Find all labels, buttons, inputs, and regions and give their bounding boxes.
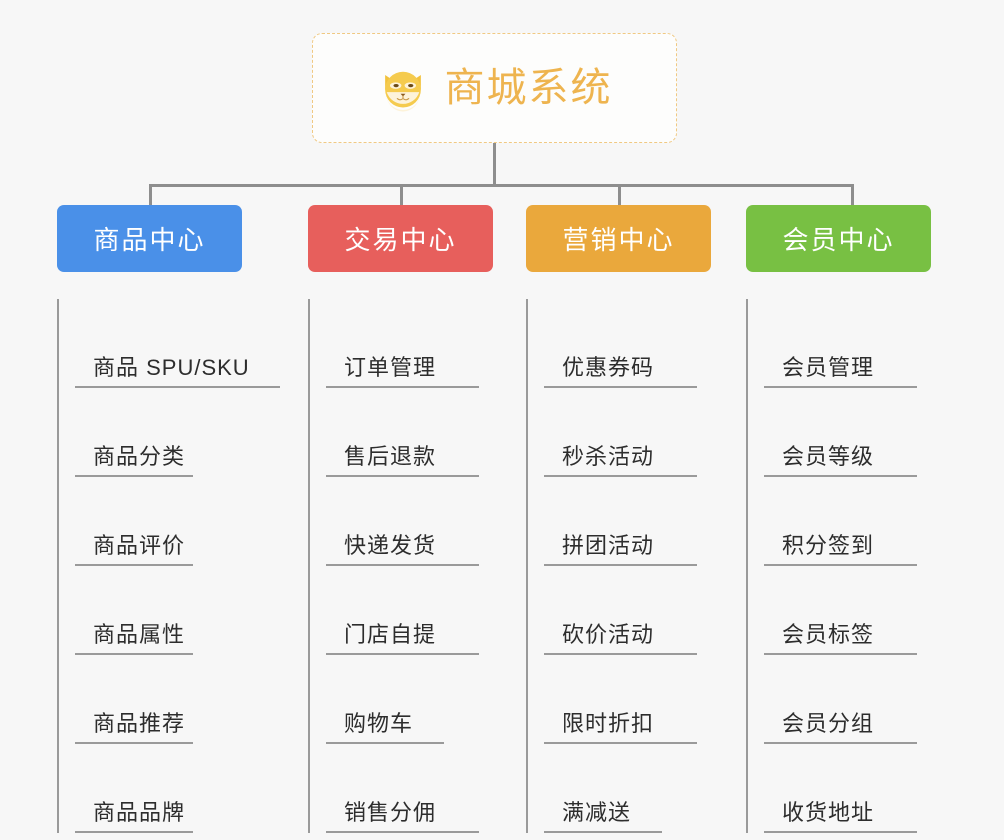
leaf-label: 商品 SPU/SKU [93,354,250,380]
leaf-item[interactable]: 限时折扣 [544,655,697,744]
leaf-item[interactable]: 门店自提 [326,566,479,655]
leaf-item[interactable]: 会员标签 [764,566,917,655]
leaf-label: 优惠券码 [562,354,655,380]
leaf-label: 会员等级 [782,443,875,469]
leaf-item[interactable]: 积分签到 [764,477,917,566]
leaf-label: 会员管理 [782,354,875,380]
leaf-item[interactable]: 商品品牌 [75,744,193,833]
category-column-3: 会员中心 会员管理 会员等级 积分签到 会员标签 会员分组 收货地址 [746,205,986,833]
category-column-2: 营销中心 优惠券码 秒杀活动 拼团活动 砍价活动 限时折扣 满减送 [526,205,766,833]
connector-drop-1 [400,184,403,207]
leaf-label: 砍价活动 [562,621,655,647]
category-column-0: 商品中心 商品 SPU/SKU 商品分类 商品评价 商品属性 商品推荐 商品品牌 [57,205,297,833]
connector-root-stem [493,143,496,187]
category-header-label: 商品中心 [93,225,206,255]
leaf-label: 门店自提 [344,621,437,647]
leaf-label: 秒杀活动 [562,443,655,469]
category-column-1: 交易中心 订单管理 售后退款 快递发货 门店自提 购物车 销售分佣 [308,205,548,833]
leaf-label: 商品分类 [93,443,186,469]
leaf-label: 收货地址 [782,799,875,825]
leaf-item[interactable]: 商品分类 [75,388,193,477]
leaf-item[interactable]: 商品评价 [75,477,193,566]
category-header-0[interactable]: 商品中心 [57,205,242,272]
leaf-label: 商品评价 [93,532,186,558]
connector-drop-2 [618,184,621,207]
leaf-label: 商品品牌 [93,799,186,825]
leaf-list-1: 订单管理 售后退款 快递发货 门店自提 购物车 销售分佣 [308,299,548,833]
leaf-item[interactable]: 快递发货 [326,477,479,566]
leaf-item[interactable]: 会员等级 [764,388,917,477]
leaf-label: 商品推荐 [93,710,186,736]
leaf-list-2: 优惠券码 秒杀活动 拼团活动 砍价活动 限时折扣 满减送 [526,299,766,833]
connector-spine-2 [526,299,528,833]
leaf-item[interactable]: 商品 SPU/SKU [75,299,280,388]
leaf-label: 购物车 [344,710,414,736]
shiba-dog-face-icon [377,62,429,114]
leaf-item[interactable]: 会员分组 [764,655,917,744]
leaf-label: 拼团活动 [562,532,655,558]
category-header-1[interactable]: 交易中心 [308,205,493,272]
leaf-item[interactable]: 售后退款 [326,388,479,477]
category-header-label: 会员中心 [782,225,895,255]
connector-drop-3 [851,184,854,207]
leaf-item[interactable]: 砍价活动 [544,566,697,655]
leaf-item[interactable]: 商品推荐 [75,655,193,744]
leaf-label: 售后退款 [344,443,437,469]
leaf-item[interactable]: 秒杀活动 [544,388,697,477]
leaf-item[interactable]: 满减送 [544,744,662,833]
leaf-item[interactable]: 拼团活动 [544,477,697,566]
connector-spine-0 [57,299,59,833]
leaf-label: 商品属性 [93,621,186,647]
connector-spine-3 [746,299,748,833]
leaf-item[interactable]: 优惠券码 [544,299,697,388]
page-title: 商城系统 [444,66,613,110]
leaf-item[interactable]: 订单管理 [326,299,479,388]
leaf-item[interactable]: 销售分佣 [326,744,479,833]
root-node[interactable]: 商城系统 [312,33,677,143]
connector-drop-0 [149,184,152,207]
leaf-label: 销售分佣 [344,799,437,825]
connector-spine-1 [308,299,310,833]
leaf-label: 限时折扣 [562,710,655,736]
leaf-item[interactable]: 购物车 [326,655,444,744]
connector-horizontal-bus [149,184,853,187]
leaf-list-3: 会员管理 会员等级 积分签到 会员标签 会员分组 收货地址 [746,299,986,833]
leaf-list-0: 商品 SPU/SKU 商品分类 商品评价 商品属性 商品推荐 商品品牌 [57,299,297,833]
leaf-item[interactable]: 商品属性 [75,566,193,655]
category-header-label: 营销中心 [562,225,675,255]
category-header-2[interactable]: 营销中心 [526,205,711,272]
category-header-3[interactable]: 会员中心 [746,205,931,272]
leaf-item[interactable]: 会员管理 [764,299,917,388]
leaf-label: 快递发货 [344,532,437,558]
category-header-label: 交易中心 [344,225,457,255]
leaf-label: 会员分组 [782,710,875,736]
leaf-label: 会员标签 [782,621,875,647]
leaf-label: 积分签到 [782,532,875,558]
leaf-label: 满减送 [562,799,632,825]
leaf-item[interactable]: 收货地址 [764,744,917,833]
leaf-label: 订单管理 [344,354,437,380]
